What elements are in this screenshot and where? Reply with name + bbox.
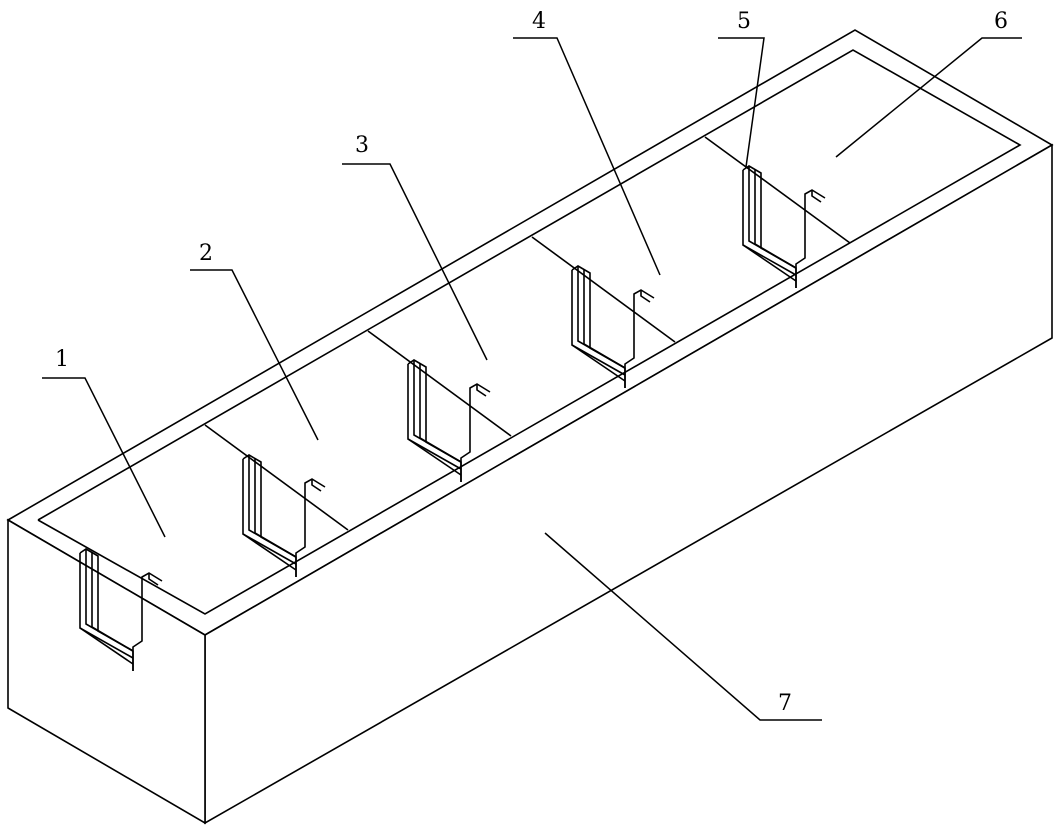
divider-wall-4	[704, 136, 851, 244]
divider-wall-3	[531, 236, 676, 343]
leader-lines	[42, 37, 1022, 721]
leader-line-1	[42, 377, 166, 538]
inner-cavity-outline	[37, 49, 1022, 615]
divider-walls	[204, 136, 851, 531]
leader-line-3	[342, 163, 488, 361]
divider-wall-1	[204, 424, 349, 531]
label-6: 6	[994, 9, 1008, 34]
leader-line-4	[513, 37, 661, 276]
label-1: 1	[55, 347, 69, 372]
reference-labels: 1 2 3 4 5 6 7	[55, 9, 1008, 716]
label-5: 5	[737, 9, 751, 34]
leader-line-5	[718, 37, 765, 168]
label-3: 3	[355, 133, 369, 158]
label-4: 4	[532, 9, 546, 34]
divider-wall-2	[367, 330, 512, 437]
label-7: 7	[778, 691, 792, 716]
box-left-face	[7, 518, 206, 825]
leader-line-7	[544, 532, 822, 721]
label-2: 2	[199, 241, 213, 266]
leader-line-2	[190, 269, 319, 441]
leader-line-6	[835, 37, 1022, 158]
